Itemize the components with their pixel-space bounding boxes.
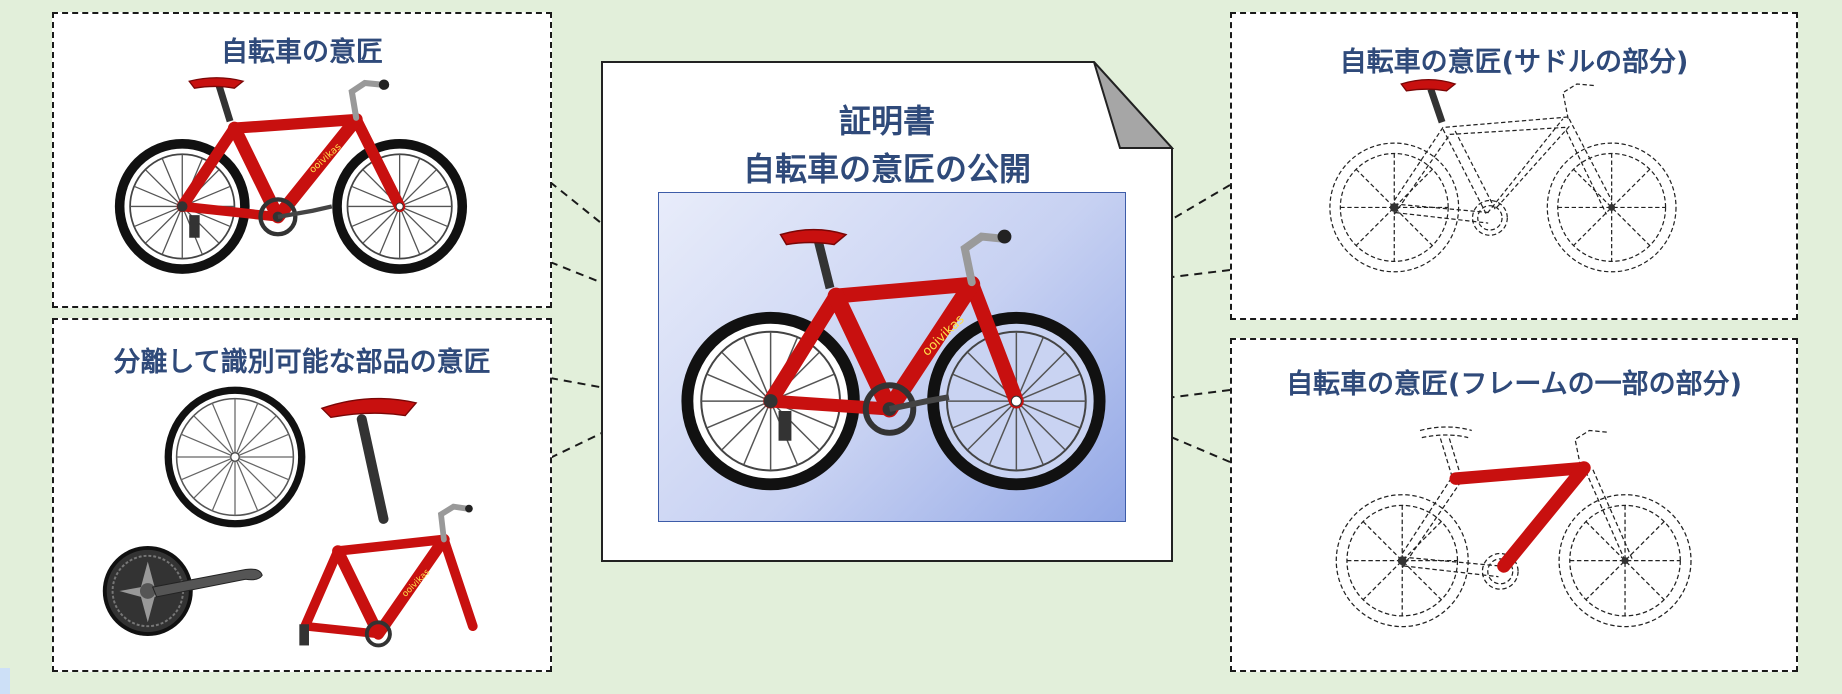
panel-whole-bicycle: 自転車の意匠 — [52, 12, 552, 308]
bicycle-icon — [1335, 426, 1692, 628]
crankset-icon — [102, 546, 263, 636]
certificate-figure: ooivikas — [658, 192, 1126, 522]
panel-separable-parts: 分離して識別可能な部品の意匠 — [52, 318, 552, 672]
edge-strip — [0, 668, 10, 694]
wheel-icon — [164, 386, 306, 528]
bicycle-icon: ooivikas — [681, 228, 1106, 491]
panel-title-whole-bicycle: 自転車の意匠 — [221, 37, 383, 68]
frame-icon: ooivikas — [299, 503, 478, 648]
certificate-document: 証明書 自転車の意匠の公開 — [600, 60, 1174, 563]
panel-title-saddle-part: 自転車の意匠(サドルの部分) — [1339, 47, 1689, 78]
panel-frame-part: 自転車の意匠(フレームの一部の部分) — [1230, 338, 1798, 672]
certificate-title: 証明書 — [838, 102, 935, 140]
panel-title-separable-parts: 分離して識別可能な部品の意匠 — [113, 347, 491, 378]
certificate-subtitle: 自転車の意匠の公開 — [742, 150, 1031, 188]
saddle-icon — [320, 397, 418, 524]
frame-decal-text: ooivikas — [307, 141, 343, 175]
panel-saddle-part: 自転車の意匠(サドルの部分) — [1230, 12, 1798, 320]
bicycle-icon: ooivikas — [114, 77, 468, 274]
bicycle-icon — [1329, 78, 1677, 273]
panel-title-frame-part: 自転車の意匠(フレームの一部の部分) — [1286, 369, 1742, 400]
